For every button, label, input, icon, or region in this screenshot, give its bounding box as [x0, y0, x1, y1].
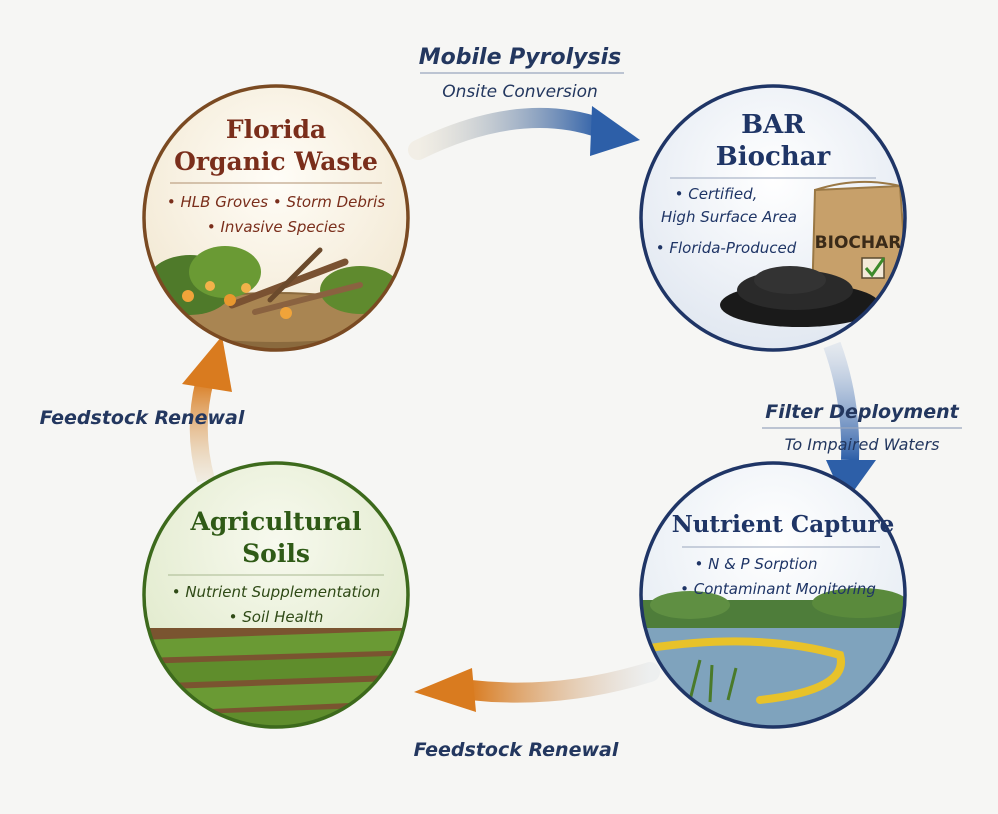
biochar-title-line2: Biochar — [716, 142, 831, 172]
filter-boom — [646, 637, 845, 704]
arrow-top — [408, 106, 640, 160]
node-biochar: BIOCHAR BAR Biochar • Certified, High Su… — [639, 84, 907, 352]
organic-waste-title-line2: Organic Waste — [174, 147, 378, 176]
soils-title-line2: Soils — [242, 539, 310, 568]
soils-title-line1: Agricultural — [189, 507, 361, 536]
organic-waste-bullet-1: • HLB Groves • Storm Debris — [167, 193, 385, 211]
agricultural-field-illustration — [144, 628, 408, 727]
biochar-title-line1: BAR — [741, 110, 805, 140]
flow-top-label: Mobile Pyrolysis — [419, 45, 621, 70]
flow-right-label: Filter Deployment — [765, 401, 959, 423]
node-organic-waste: Florida Organic Waste • HLB Groves • Sto… — [142, 84, 410, 352]
flow-left-label: Feedstock Renewal — [40, 407, 245, 429]
arrow-bottom — [414, 662, 660, 712]
capture-title: Nutrient Capture — [672, 511, 895, 538]
soils-bullet-1: • Nutrient Supplementation — [172, 583, 381, 601]
flow-top-sub: Onsite Conversion — [442, 82, 598, 102]
biochar-bag-label: BIOCHAR — [815, 233, 902, 253]
node-organic-waste-ring — [142, 84, 410, 352]
capture-bullet-1: • N & P Sorption — [694, 555, 817, 573]
arrow-right — [823, 341, 876, 503]
capture-bullet-2: • Contaminant Monitoring — [680, 580, 876, 598]
organic-waste-title-line1: Florida — [226, 115, 326, 144]
organic-waste-bullet-2: • Invasive Species — [207, 218, 345, 236]
arrow-left — [182, 336, 232, 483]
soils-bullet-2: • Soil Health — [229, 608, 324, 626]
flow-right-sub: To Impaired Waters — [785, 435, 940, 454]
biochar-bullet-1: • Certified, — [675, 185, 758, 203]
node-agricultural-soils: Agricultural Soils • Nutrient Supplement… — [142, 461, 410, 729]
checkmark-box-icon — [861, 257, 885, 279]
node-nutrient-capture-ring — [639, 461, 907, 729]
flow-top-label-group: Mobile Pyrolysis Onsite Conversion — [419, 45, 624, 102]
biochar-bullet-1-cont: High Surface Area — [661, 208, 797, 226]
node-agricultural-soils-ring — [142, 461, 410, 729]
biochar-bullet-2: • Florida-Produced — [656, 239, 797, 257]
biochar-illustration: BIOCHAR — [720, 180, 905, 327]
water-filter-illustration — [641, 588, 905, 727]
flow-right-label-group: Filter Deployment To Impaired Waters — [762, 401, 962, 454]
checkmark-icon — [864, 257, 886, 278]
node-biochar-ring — [639, 84, 907, 352]
node-nutrient-capture: Nutrient Capture • N & P Sorption • Cont… — [639, 461, 907, 729]
flow-bottom-label: Feedstock Renewal — [414, 739, 619, 761]
